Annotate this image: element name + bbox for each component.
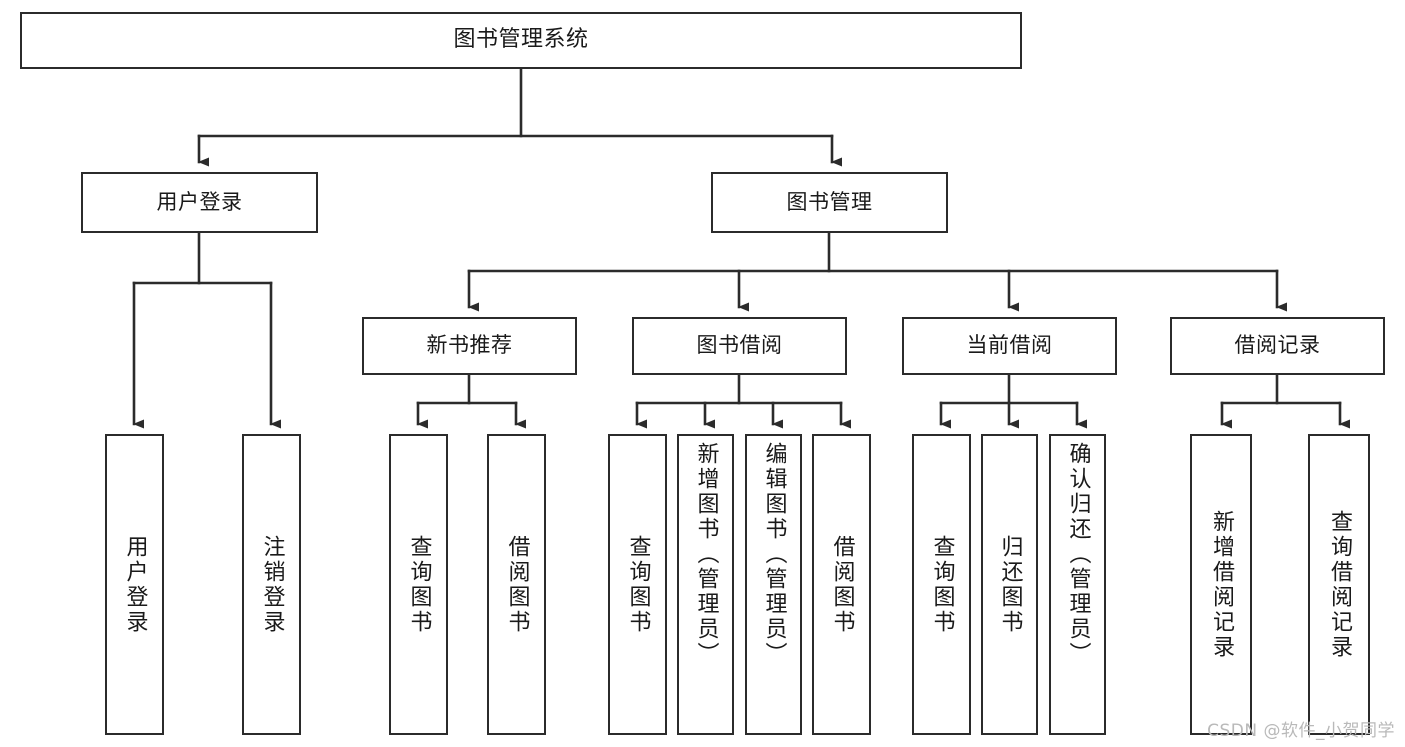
node-new-book-recommend[interactable]: 新书推荐 [362, 317, 577, 375]
node-label: 新书推荐 [426, 333, 513, 358]
node-label: 借阅图书 [829, 534, 855, 635]
leaf-confirm-return-admin[interactable]: 确认归还（管理员） [1049, 434, 1106, 735]
node-label: 归还图书 [997, 534, 1023, 635]
node-label: 查询图书 [929, 534, 955, 635]
node-label: 用户登录 [156, 189, 243, 214]
node-label: 新增图书（管理员） [693, 442, 719, 667]
leaf-logout-login[interactable]: 注销登录 [242, 434, 301, 735]
leaf-add-borrow-record[interactable]: 新增借阅记录 [1190, 434, 1252, 735]
node-label: 查询图书 [406, 534, 432, 635]
leaf-query-book-current[interactable]: 查询图书 [912, 434, 971, 735]
csdn-watermark: CSDN @软件_小贺同学 [1207, 721, 1395, 741]
node-borrow-record[interactable]: 借阅记录 [1170, 317, 1385, 375]
leaf-return-book[interactable]: 归还图书 [981, 434, 1038, 735]
leaf-edit-book-admin[interactable]: 编辑图书（管理员） [745, 434, 802, 735]
node-label: 查询图书 [625, 534, 651, 635]
node-label: 查询借阅记录 [1327, 509, 1352, 660]
node-label: 用户登录 [122, 534, 148, 635]
leaf-query-borrow-record[interactable]: 查询借阅记录 [1308, 434, 1370, 735]
node-user-login[interactable]: 用户登录 [81, 172, 318, 233]
leaf-query-book-recommend[interactable]: 查询图书 [389, 434, 448, 735]
node-book-borrow[interactable]: 图书借阅 [632, 317, 847, 375]
node-label: 当前借阅 [966, 333, 1053, 358]
leaf-borrow-book[interactable]: 借阅图书 [812, 434, 871, 735]
leaf-user-login[interactable]: 用户登录 [105, 434, 164, 735]
node-label: 图书借阅 [696, 333, 783, 358]
leaf-borrow-book-recommend[interactable]: 借阅图书 [487, 434, 546, 735]
node-label: 图书管理系统 [453, 27, 589, 53]
node-label: 借阅图书 [504, 534, 530, 635]
node-book-manage[interactable]: 图书管理 [711, 172, 948, 233]
leaf-add-book-admin[interactable]: 新增图书（管理员） [677, 434, 734, 735]
node-label: 确认归还（管理员） [1065, 442, 1091, 667]
node-label: 借阅记录 [1234, 333, 1321, 358]
node-label: 注销登录 [259, 534, 285, 635]
node-current-borrow[interactable]: 当前借阅 [902, 317, 1117, 375]
node-root-book-management-system[interactable]: 图书管理系统 [20, 12, 1022, 69]
leaf-query-book-borrow[interactable]: 查询图书 [608, 434, 667, 735]
node-label: 编辑图书（管理员） [761, 442, 787, 667]
node-label: 图书管理 [786, 189, 873, 214]
node-label: 新增借阅记录 [1209, 509, 1234, 660]
